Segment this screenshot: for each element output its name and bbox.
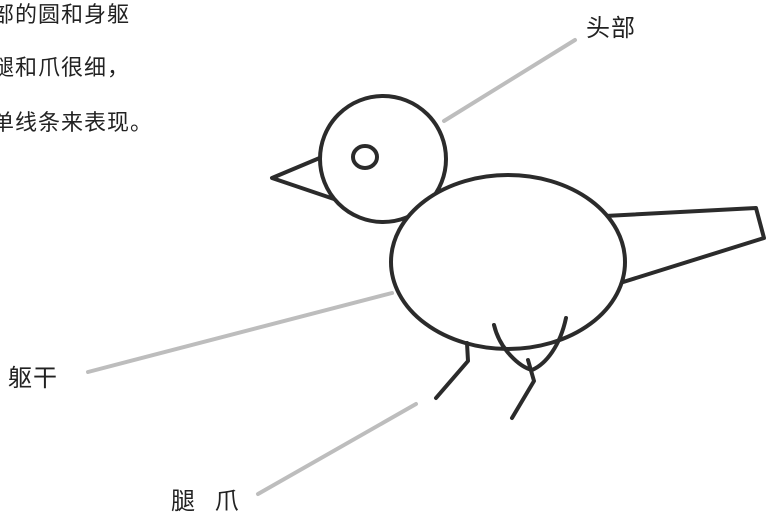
bird-right-leg	[510, 358, 536, 420]
label-head: 头部	[586, 14, 636, 42]
intro-text-line-1: 部的圆和身躯	[0, 3, 131, 28]
intro-text-line-3: 单线条来表现。	[0, 111, 154, 136]
bird-tail	[603, 206, 766, 285]
torso-leader-line	[86, 291, 394, 374]
bird-body	[389, 173, 627, 351]
intro-text-line-2: 腿和爪很细，	[0, 56, 131, 81]
label-legs-claws: 腿 爪	[171, 487, 245, 515]
legs-leader-line	[256, 402, 418, 496]
head-leader-line	[442, 38, 577, 123]
bird-beak	[270, 155, 336, 201]
bird-left-leg	[434, 341, 470, 400]
bird-head	[318, 94, 448, 224]
bird-eye	[351, 144, 379, 170]
label-torso: 躯干	[8, 364, 58, 392]
